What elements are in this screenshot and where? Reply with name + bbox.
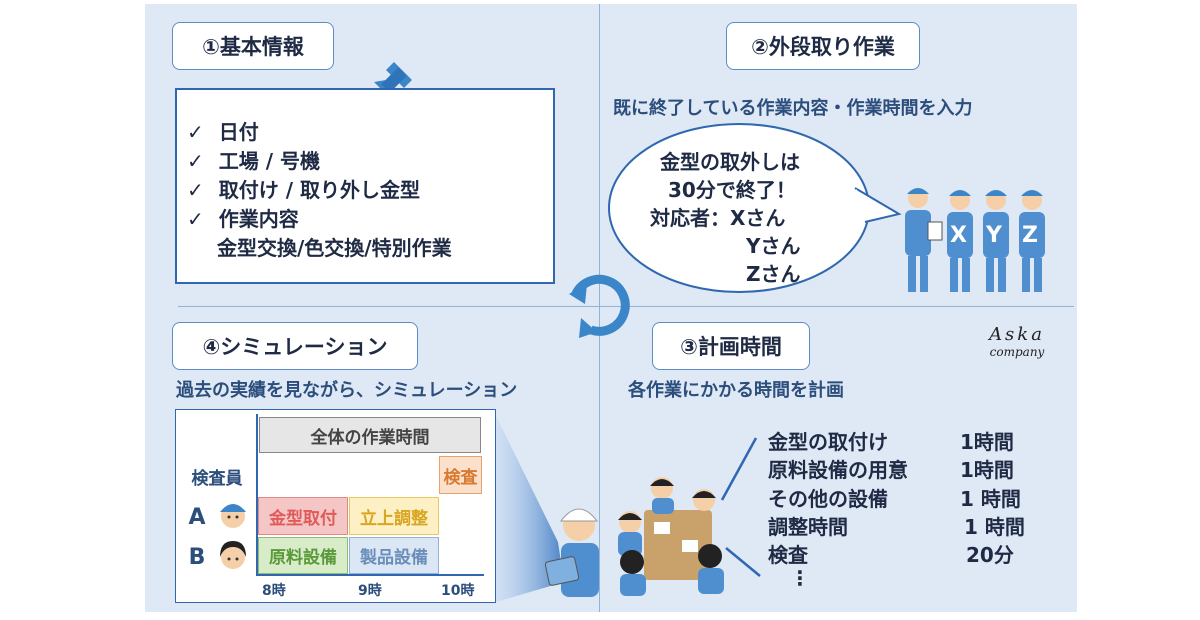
plan-task-4: 調整時間 [768,515,848,539]
task-product-equipment: 製品設備 [349,537,439,574]
basic-info-box: ✓ 日付 ✓ 工場 / 号機 ✓ 取付け / 取り外し金型 ✓ 作業内容 金型交… [175,88,555,284]
light-beam [496,416,564,602]
plan-task-5: 検査 [768,543,808,567]
item-date: 日付 [218,120,259,144]
worker-y-label: Y [986,223,1002,248]
task-material-equipment: 原料設備 [258,537,348,574]
plan-task-3: その他の設備 [768,487,888,511]
speech-bubble [608,123,902,293]
logo-line1: Aska [989,324,1045,345]
person-a-avatar-icon [220,504,246,528]
table-axis-horizontal [256,574,484,576]
plan-task-1: 金型の取付け [768,430,888,454]
worker-x-label: X [950,223,967,248]
worker-x-icon [947,190,973,292]
inspection-cell: 検査 [439,456,482,494]
meeting-team-icon [618,477,724,596]
table-header: 全体の作業時間 [259,417,481,453]
item-factory: 工場 / 号機 [218,149,320,173]
item-work: 作業内容 [218,207,299,231]
checklist-item: ✓ 工場 / 号機 [187,149,320,173]
row-b-label: B [188,544,206,570]
section1-title: ①基本情報 [172,22,334,70]
section3-title: ③計画時間 [652,322,810,370]
cycle-arrow-icon [569,274,630,338]
tick-8: 8時 [262,583,286,599]
task-startup-adjust: 立上調整 [349,497,439,535]
task-mold-install: 金型取付 [258,497,348,535]
workers-illustration [905,188,1045,292]
worker-y-icon [983,190,1009,292]
worker-z-icon [1019,190,1045,292]
checklist-item: ✓ 作業内容 [187,207,299,231]
worker-leader-icon [905,188,943,292]
tick-10: 10時 [441,583,475,599]
section4-subtitle: 過去の実績を見ながら、シミュレーション [176,380,518,401]
logo-line2: company [989,345,1045,359]
plan-task-2: 原料設備の用意 [768,458,908,482]
bubble-line5: Zさん [746,262,801,286]
bubble-line4: Yさん [746,234,801,258]
logo: Aska company [982,324,1052,359]
checklist-item: ✓ 取付け / 取り外し金型 [187,178,420,202]
plan-time-2: 1時間 [960,458,1014,482]
inspector-label: 検査員 [191,468,243,489]
pointer-lines [720,437,761,577]
section4-title: ④シミュレーション [172,322,418,370]
checklist-item: ✓ 日付 [187,120,259,144]
item-work-detail: 金型交換/色交換/特別作業 [217,236,452,260]
section2-title: ②外段取り作業 [726,22,920,70]
plan-time-4: 1 時間 [964,515,1025,539]
bubble-line1: 金型の取外しは [660,150,800,174]
worker-z-label: Z [1022,223,1038,248]
row-a-label: A [188,504,206,530]
table-axis-vertical [256,414,258,574]
bubble-line2: 30分で終了！ [668,178,796,202]
section2-subtitle: 既に終了している作業内容・作業時間を入力 [613,98,973,119]
bubble-line3: 対応者：Xさん [650,206,786,230]
vertical-divider [599,4,600,612]
plan-time-5: 20分 [966,543,1014,567]
person-b-avatar-icon [220,541,246,569]
tick-9: 9時 [358,583,382,599]
supervisor-with-tablet-icon [544,508,599,597]
plan-time-1: 1時間 [960,430,1014,454]
plan-time-3: 1 時間 [960,487,1021,511]
item-mold: 取付け / 取り外し金型 [218,178,420,202]
section3-subtitle: 各作業にかかる時間を計画 [628,380,844,401]
plan-ellipsis: ⋮ [790,566,810,590]
